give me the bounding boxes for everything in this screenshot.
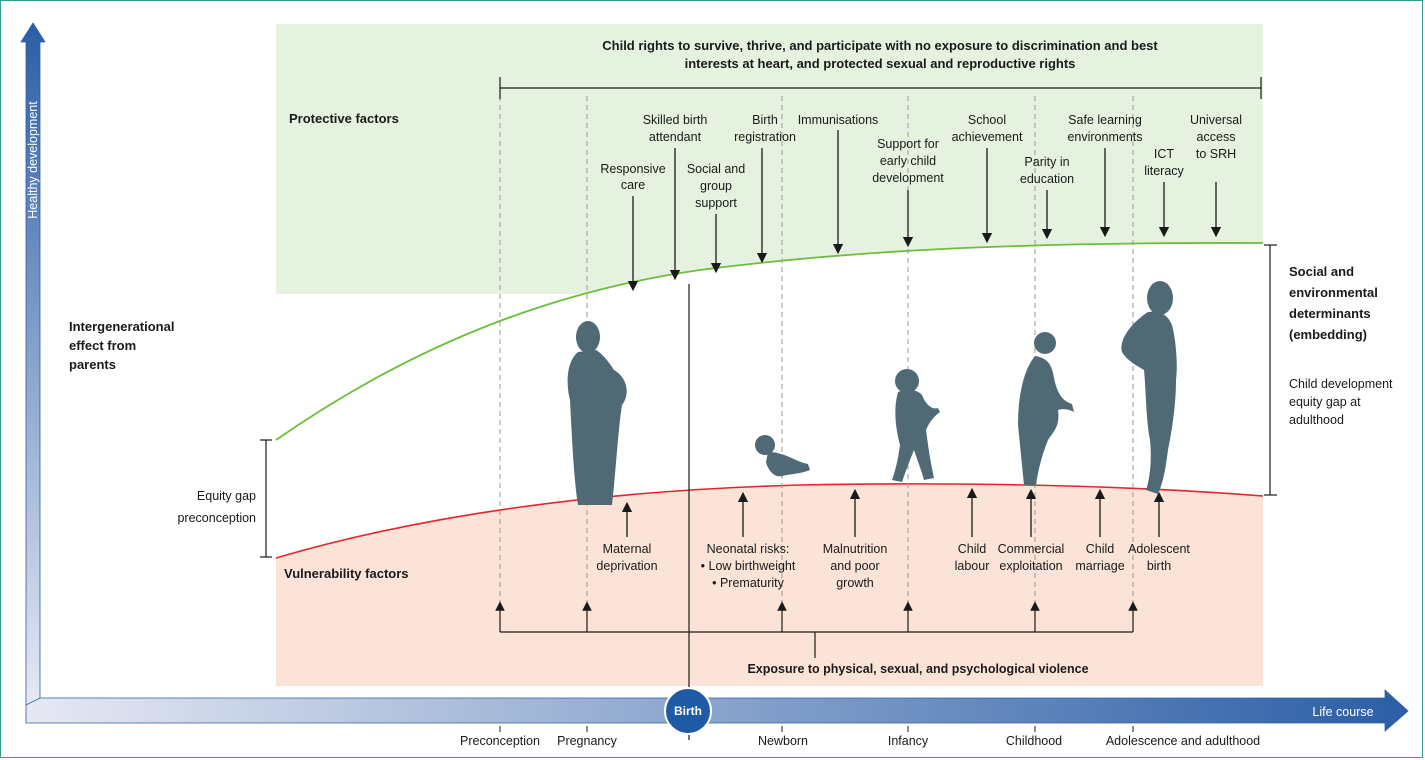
stage-infancy: Infancy — [888, 734, 929, 748]
label-immunisations: Immunisations — [798, 113, 879, 127]
label-school-1: School — [968, 113, 1006, 127]
label-srh-1: Universal — [1190, 113, 1242, 127]
label-marriage-2: marriage — [1075, 559, 1124, 573]
adolescent-figure — [1121, 281, 1177, 494]
stage-adolescence: Adolescence and adulthood — [1106, 734, 1260, 748]
violence-bracket — [495, 601, 1138, 658]
silhouettes — [567, 281, 1177, 505]
equity-adult-3: adulthood — [1289, 413, 1344, 427]
violence-label: Exposure to physical, sexual, and psycho… — [747, 662, 1088, 676]
label-social-group-3: support — [695, 196, 737, 210]
intergenerational-3: parents — [69, 357, 116, 372]
label-neonatal-1: Neonatal risks: — [707, 542, 790, 556]
label-school-2: achievement — [952, 130, 1023, 144]
label-srh-3: to SRH — [1196, 147, 1236, 161]
x-axis-label: Life course — [1312, 705, 1373, 719]
equity-adult-1: Child development — [1289, 377, 1393, 391]
protective-arrows — [627, 130, 1222, 292]
pregnant-woman-figure — [567, 321, 627, 505]
determinants-3: determinants — [1289, 306, 1371, 321]
label-birth-registration-2: registration — [734, 130, 796, 144]
label-maternal-1: Maternal — [603, 542, 652, 556]
vulnerability-curve — [275, 483, 1264, 559]
white-middle-band — [276, 242, 1263, 501]
label-social-group-1: Social and — [687, 162, 745, 176]
label-responsive-care-2: care — [621, 178, 645, 192]
label-srh-2: access — [1197, 130, 1236, 144]
stage-preconception: Preconception — [460, 734, 540, 748]
label-ecd-1: Support for — [877, 137, 939, 151]
label-neonatal-3: • Prematurity — [712, 576, 785, 590]
protective-labels: Responsive care Skilled birth attendant … — [600, 113, 1242, 210]
label-skilled-birth-2: attendant — [649, 130, 702, 144]
label-safe-learning-2: environments — [1067, 130, 1142, 144]
vulnerability-arrows — [621, 487, 1165, 537]
toddler-figure — [892, 369, 940, 482]
vulnerability-labels: Maternal deprivation Neonatal risks: • L… — [596, 542, 1190, 590]
label-commercial-2: exploitation — [999, 559, 1062, 573]
birth-badge-label: Birth — [674, 704, 702, 718]
vulnerable-band — [276, 483, 1263, 686]
label-adolescent-1: Adolescent — [1128, 542, 1190, 556]
y-axis: Healthy development — [20, 22, 46, 706]
intergenerational-2: effect from — [69, 338, 136, 353]
x-axis: Life course — [25, 689, 1409, 732]
equity-gap-preconception-bracket — [260, 439, 272, 558]
label-marriage-1: Child — [1086, 542, 1115, 556]
label-labour-1: Child — [958, 542, 987, 556]
stage-newborn: Newborn — [758, 734, 808, 748]
determinants-2: environmental — [1289, 285, 1378, 300]
child-figure — [1018, 332, 1074, 485]
equity-gap-adulthood-bracket — [1264, 244, 1277, 496]
label-birth-registration-1: Birth — [752, 113, 778, 127]
label-commercial-1: Commercial — [998, 542, 1065, 556]
label-neonatal-2: • Low birthweight — [701, 559, 796, 573]
stage-labels: Preconception Pregnancy Newborn Infancy … — [460, 734, 1260, 748]
equity-gap-2: preconception — [177, 511, 256, 525]
equity-gap-1: Equity gap — [197, 489, 256, 503]
stage-pregnancy: Pregnancy — [557, 734, 618, 748]
intergenerational-1: Intergenerational — [69, 319, 174, 334]
label-ecd-3: development — [872, 171, 944, 185]
label-malnutrition-1: Malnutrition — [823, 542, 888, 556]
label-responsive-care-1: Responsive — [600, 162, 665, 176]
label-adolescent-2: birth — [1147, 559, 1171, 573]
rights-header-line1: Child rights to survive, thrive, and par… — [602, 38, 1158, 53]
equity-adult-2: equity gap at — [1289, 395, 1361, 409]
label-ict-1: ICT — [1154, 147, 1175, 161]
label-malnutrition-2: and poor — [830, 559, 879, 573]
label-ecd-2: early child — [880, 154, 936, 168]
protective-title: Protective factors — [289, 111, 399, 126]
label-skilled-birth-1: Skilled birth — [643, 113, 708, 127]
label-safe-learning-1: Safe learning — [1068, 113, 1142, 127]
baby-figure — [755, 435, 810, 477]
stage-ticks — [499, 726, 1134, 732]
determinants-1: Social and — [1289, 264, 1354, 279]
rights-bracket — [499, 77, 1262, 99]
label-parity-1: Parity in — [1024, 155, 1069, 169]
label-parity-2: education — [1020, 172, 1074, 186]
birth-badge: Birth — [664, 687, 712, 735]
label-maternal-2: deprivation — [596, 559, 657, 573]
label-malnutrition-3: growth — [836, 576, 874, 590]
rights-header-line2: interests at heart, and protected sexual… — [685, 56, 1076, 71]
stage-childhood: Childhood — [1006, 734, 1062, 748]
determinants-4: (embedding) — [1289, 327, 1367, 342]
label-labour-2: labour — [955, 559, 990, 573]
label-social-group-2: group — [700, 179, 732, 193]
protective-curve — [275, 242, 1264, 441]
vulnerability-title: Vulnerability factors — [284, 566, 409, 581]
label-ict-2: literacy — [1144, 164, 1184, 178]
y-axis-label: Healthy development — [26, 101, 40, 219]
